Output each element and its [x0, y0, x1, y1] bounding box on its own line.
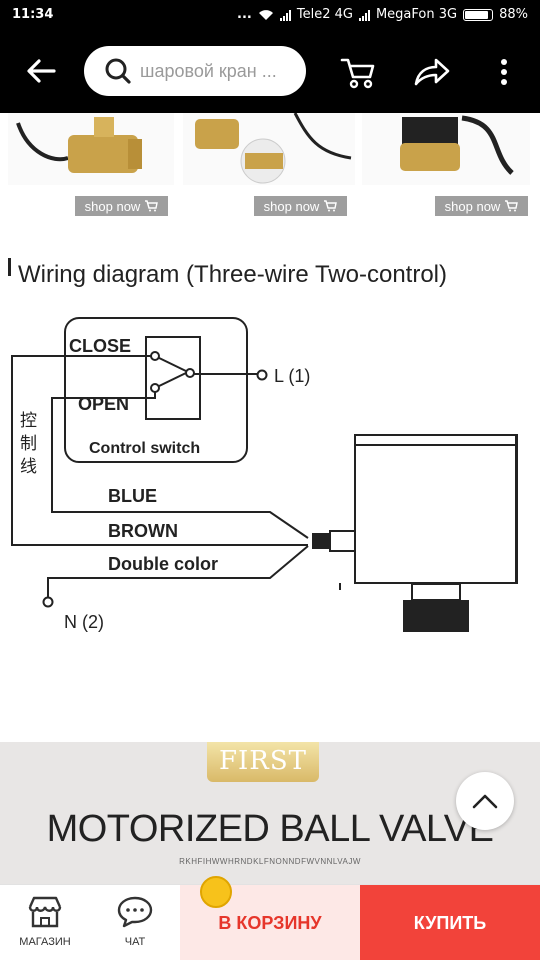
- diagram-title: Wiring diagram (Three-wire Two-control): [18, 261, 447, 288]
- brown-wire-label: BROWN: [108, 521, 178, 541]
- status-time: 11:34: [12, 7, 54, 22]
- wifi-icon: [258, 9, 273, 20]
- control-line-char-1: 控: [20, 411, 37, 430]
- connector-plug: [312, 533, 330, 549]
- chat-icon: [117, 896, 153, 928]
- double-color-wire-label: Double color: [108, 554, 218, 574]
- control-switch-label: Control switch: [89, 440, 200, 457]
- banner-title: MOTORIZED BALL VALVE: [46, 808, 494, 850]
- cart-button[interactable]: [338, 52, 378, 92]
- status-bar: 11:34 ... Tele2 4G MegaFon 3G 88%: [0, 0, 540, 32]
- title-marker: [8, 258, 11, 276]
- carrier-2: MegaFon 3G: [375, 7, 458, 22]
- cart-icon: [145, 200, 159, 212]
- chat-tab[interactable]: ЧАТ: [90, 885, 180, 960]
- notification-dots: ...: [237, 7, 252, 22]
- bottom-action-bar: МАГАЗИН ЧАТ В КОРЗИНУ КУПИТЬ: [0, 884, 540, 960]
- search-icon: [105, 58, 131, 84]
- cart-icon: [340, 58, 375, 89]
- top-bar: 11:34 ... Tele2 4G MegaFon 3G 88% шарово…: [0, 0, 540, 113]
- control-line-char-3: 线: [20, 457, 37, 476]
- product-image-1[interactable]: [8, 113, 174, 185]
- close-label: CLOSE: [69, 336, 131, 356]
- product-strip: shop now shop now shop now: [0, 113, 540, 218]
- shop-now-button-3[interactable]: shop now: [435, 196, 528, 216]
- back-button[interactable]: [24, 56, 60, 86]
- banner-subtitle: RKHFIHWWHRNDKLFNONNDFWVNNLVAJW: [179, 857, 361, 866]
- coin-icon: [200, 876, 232, 908]
- signal-2-icon: [358, 9, 370, 21]
- battery-percent: 88%: [499, 7, 528, 22]
- product-image-2[interactable]: [183, 113, 355, 185]
- signal-1-icon: [279, 9, 291, 21]
- neutral-label: N (2): [64, 612, 104, 632]
- chevron-up-icon: [472, 794, 498, 809]
- store-icon: [28, 896, 62, 928]
- buy-now-button[interactable]: КУПИТЬ: [360, 885, 540, 960]
- share-button[interactable]: [412, 52, 452, 92]
- more-icon: [501, 59, 507, 85]
- first-badge: FIRST: [207, 742, 319, 782]
- cart-icon: [324, 200, 338, 212]
- shop-now-button-2[interactable]: shop now: [254, 196, 347, 216]
- shop-now-button-1[interactable]: shop now: [75, 196, 168, 216]
- valve-coupling: [403, 600, 469, 632]
- more-button[interactable]: [484, 52, 524, 92]
- shop-now-label: shop now: [84, 198, 141, 214]
- shop-now-label: shop now: [444, 198, 501, 214]
- status-indicators: ... Tele2 4G MegaFon 3G 88%: [237, 7, 528, 22]
- blue-wire-label: BLUE: [108, 486, 157, 506]
- wiring-diagram: Wiring diagram (Three-wire Two-control) …: [8, 258, 518, 632]
- search-input[interactable]: шаровой кран ...: [140, 60, 277, 81]
- open-label: OPEN: [78, 394, 129, 414]
- live-label: L (1): [274, 366, 310, 386]
- store-label: МАГАЗИН: [19, 936, 71, 948]
- battery-icon: [463, 8, 494, 21]
- control-line-char-2: 制: [20, 434, 37, 453]
- share-icon: [414, 58, 450, 86]
- search-bar[interactable]: шаровой кран ...: [84, 46, 306, 96]
- scroll-to-top-button[interactable]: [456, 772, 514, 830]
- product-banner: FIRST: [0, 742, 540, 884]
- store-tab[interactable]: МАГАЗИН: [0, 885, 90, 960]
- cart-icon: [505, 200, 519, 212]
- back-arrow-icon: [27, 59, 56, 83]
- chat-label: ЧАТ: [124, 936, 146, 948]
- carrier-1: Tele2 4G: [296, 7, 353, 22]
- shop-now-label: shop now: [263, 198, 320, 214]
- product-image-3[interactable]: [362, 113, 530, 185]
